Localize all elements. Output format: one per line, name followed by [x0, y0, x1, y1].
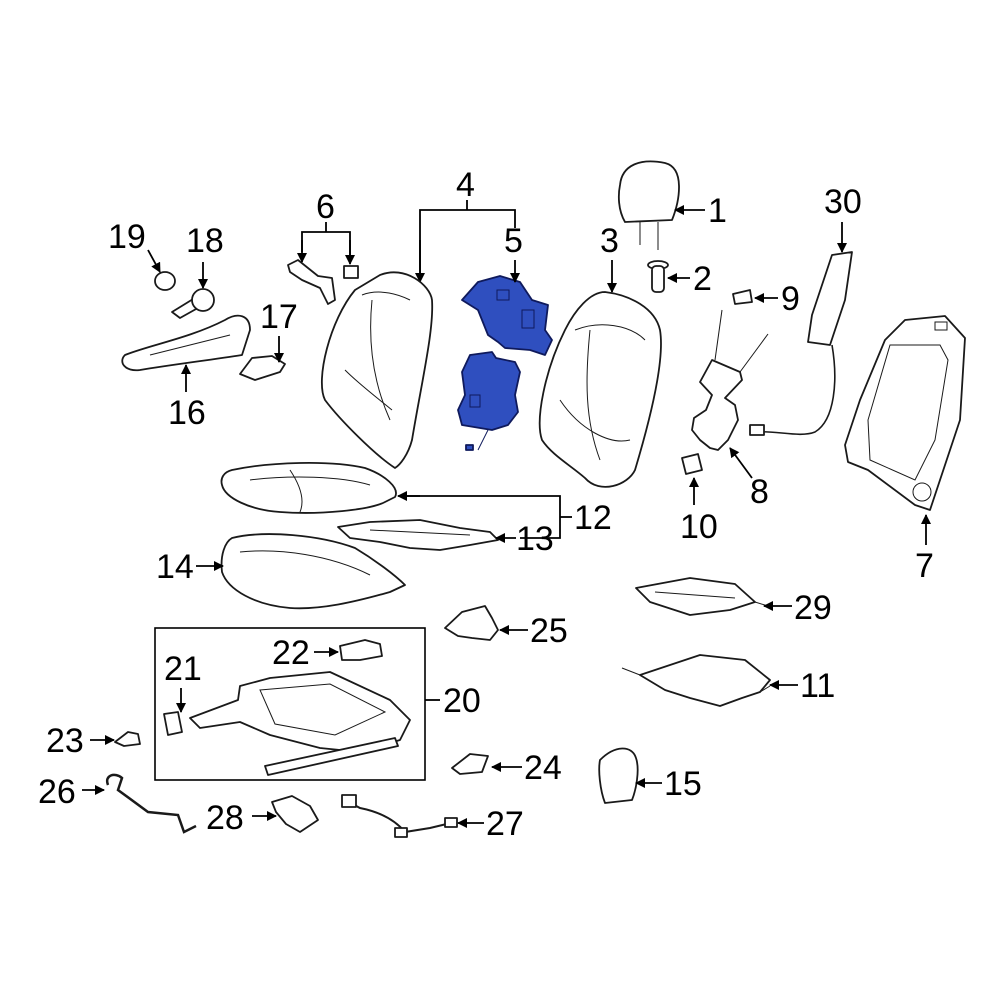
bracket-4	[415, 200, 516, 283]
callout-29: 29	[794, 589, 832, 627]
seatback-frame-part[interactable]	[844, 315, 966, 511]
callout-11: 11	[800, 667, 835, 705]
seat-cushion-cover-part[interactable]	[220, 462, 397, 514]
headrest-part[interactable]	[617, 160, 680, 250]
headrest-guide-part[interactable]	[647, 260, 669, 293]
callout-20: 20	[443, 682, 481, 720]
callout-26: 26	[38, 773, 76, 811]
callout-19: 19	[108, 218, 146, 256]
callout-21: 21	[164, 650, 202, 688]
callout-12: 12	[574, 499, 612, 537]
callout-2: 2	[693, 260, 712, 298]
callout-9: 9	[781, 280, 800, 318]
callout-7: 7	[915, 547, 934, 585]
bracket-part-21[interactable]	[163, 711, 183, 736]
callout-6: 6	[316, 188, 335, 226]
callout-16: 16	[168, 394, 206, 432]
cable-part-26[interactable]	[105, 773, 197, 834]
callout-10: 10	[680, 508, 718, 546]
callout-24: 24	[524, 749, 562, 787]
callout-18: 18	[186, 222, 224, 260]
callout-17: 17	[260, 298, 298, 336]
side-shield-part[interactable]	[121, 314, 251, 372]
callout-8: 8	[750, 473, 769, 511]
callout-4: 4	[456, 166, 475, 204]
cushion-harness-part[interactable]	[621, 654, 771, 707]
cover-part-15[interactable]	[598, 747, 639, 804]
cover-part-24[interactable]	[451, 753, 489, 775]
wire-harness-part-27[interactable]	[341, 794, 458, 838]
seat-cushion-pad-part[interactable]	[220, 533, 406, 610]
cap-part-19[interactable]	[154, 271, 176, 291]
seatback-heater-part[interactable]	[457, 275, 553, 451]
bracket-part-10[interactable]	[681, 453, 703, 475]
callout-28: 28	[206, 799, 244, 837]
callout-23: 23	[46, 722, 84, 760]
callout-3: 3	[600, 222, 619, 260]
callout-30: 30	[824, 183, 862, 221]
callout-15: 15	[664, 765, 702, 803]
callout-5: 5	[504, 222, 523, 260]
callout-22: 22	[272, 634, 310, 672]
leader-8	[729, 447, 753, 479]
clip-part-9[interactable]	[732, 289, 753, 305]
seat-heater-part[interactable]	[337, 519, 499, 551]
seatback-pad-part[interactable]	[321, 271, 434, 469]
callout-27: 27	[486, 805, 524, 843]
callout-13: 13	[516, 520, 554, 558]
bracket-part-25[interactable]	[444, 605, 499, 641]
leader-19	[147, 249, 161, 273]
group-box-20	[154, 627, 426, 781]
callout-25: 25	[530, 612, 568, 650]
connector-part-22[interactable]	[339, 639, 383, 661]
bracket-6	[297, 222, 355, 265]
switch-part-28[interactable]	[271, 795, 319, 833]
callout-1: 1	[708, 192, 727, 230]
cover-part-17[interactable]	[239, 355, 286, 381]
seatback-clip-part[interactable]	[287, 259, 359, 305]
callout-14: 14	[156, 548, 194, 586]
seatback-cover-part[interactable]	[538, 291, 662, 488]
cover-part-23[interactable]	[114, 731, 141, 747]
lumbar-support-part[interactable]	[691, 309, 769, 451]
recliner-knob-part[interactable]	[171, 288, 215, 319]
seat-track-assembly-part[interactable]	[189, 671, 411, 776]
side-airbag-part[interactable]	[749, 251, 853, 436]
occupant-sensor-part[interactable]	[635, 577, 769, 616]
